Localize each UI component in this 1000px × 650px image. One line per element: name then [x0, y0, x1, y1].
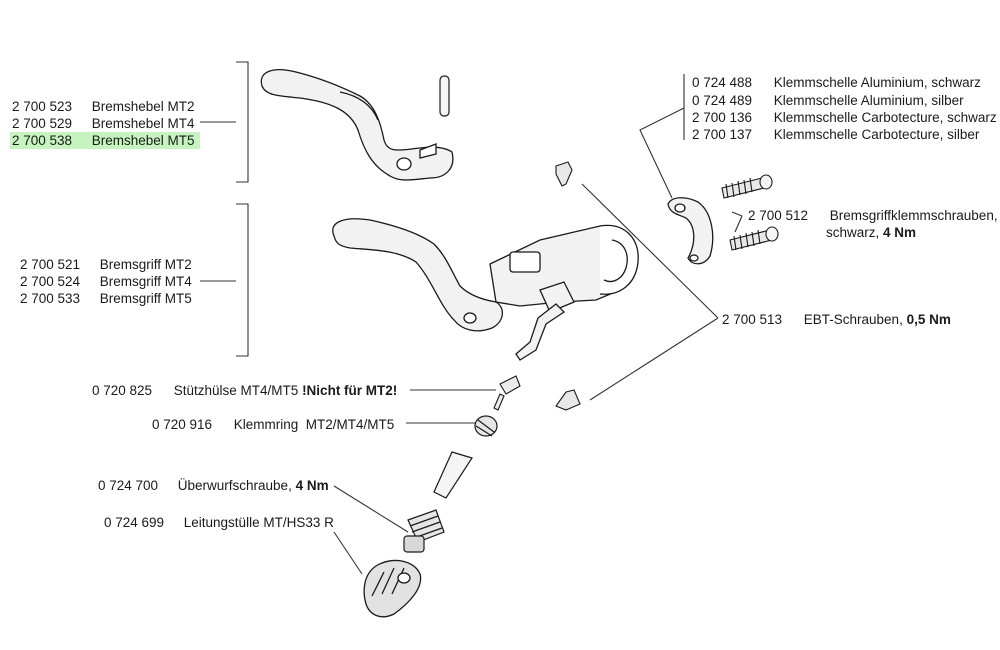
- warning-text: !Nicht für MT2!: [302, 383, 398, 398]
- torque-value: 0,5 Nm: [906, 312, 951, 327]
- label-lever-mt2: 2 700 523 Bremshebel MT2: [12, 98, 195, 115]
- part-number: 0 724 489: [692, 93, 753, 108]
- label-union-screw: 0 724 700 Überwurfschraube, 4 Nm: [98, 477, 329, 494]
- part-number: 0 720 825: [92, 383, 153, 398]
- part-number: 2 700 136: [692, 110, 753, 125]
- part-number: 2 700 523: [12, 99, 73, 114]
- part-name: Klemmschelle Carbotecture, silber: [773, 127, 980, 142]
- union-screw-part: [403, 509, 445, 553]
- part-number: 0 720 916: [152, 417, 213, 432]
- leader-ebt-top: [581, 183, 719, 319]
- support-sleeve-part: [493, 375, 521, 411]
- part-number: 0 724 699: [104, 515, 165, 530]
- part-name-continued: schwarz,: [826, 225, 884, 240]
- torque-value: 4 Nm: [295, 478, 329, 493]
- label-ebt-screws: 2 700 513 EBT-Schrauben, 0,5 Nm: [722, 311, 951, 328]
- label-lever-mt4: 2 700 529 Bremshebel MT4: [12, 115, 195, 132]
- part-number: 2 700 137: [692, 127, 753, 142]
- label-clamp-carbo-black: 2 700 136 Klemmschelle Carbotecture, sch…: [692, 109, 997, 126]
- brake-lever-part: [260, 69, 454, 181]
- part-name: Bremsgriff MT4: [99, 274, 192, 289]
- part-name: Bremsgriff MT2: [99, 257, 192, 272]
- part-name: Stützhülse MT4/MT5: [173, 383, 303, 398]
- part-number: 2 700 521: [20, 257, 81, 272]
- bracket-lever-group: [200, 61, 249, 183]
- pin-part: [439, 75, 450, 117]
- part-name: Klemmring MT2/MT4/MT5: [233, 417, 395, 432]
- ebt-screws-part: [555, 161, 581, 411]
- leader-union-screw: [333, 485, 409, 533]
- part-name: Überwurfschraube,: [177, 478, 296, 493]
- part-number: 0 724 488: [692, 75, 753, 90]
- label-clamp-alu-black: 0 724 488 Klemmschelle Aluminium, schwar…: [692, 74, 981, 91]
- leader-clamp-screws: [731, 211, 743, 217]
- part-name: Klemmschelle Aluminium, schwarz: [773, 75, 981, 90]
- hose-grommet-part: [363, 559, 422, 618]
- bracket-grip-group: [200, 203, 249, 357]
- label-clamp-screws-line2: schwarz, 4 Nm: [826, 224, 916, 241]
- clamp-ring-part: [474, 415, 498, 437]
- hose-part: [433, 451, 473, 499]
- part-name: Leitungstülle MT/HS33 R: [183, 515, 334, 530]
- clamp-screws-part: [721, 174, 779, 251]
- leader-hose-grommet: [333, 531, 363, 575]
- torque-value: 4 Nm: [883, 225, 917, 240]
- brake-grip-part: [332, 218, 639, 361]
- part-name: Bremshebel MT5: [91, 133, 195, 148]
- part-name: Bremshebel MT2: [91, 99, 195, 114]
- handlebar-clamp-part: [667, 197, 714, 265]
- part-name: Klemmschelle Carbotecture, schwarz: [773, 110, 997, 125]
- label-grip-mt5: 2 700 533 Bremsgriff MT5: [20, 290, 192, 307]
- label-hose-grommet: 0 724 699 Leitungstülle MT/HS33 R: [104, 514, 334, 531]
- leader-ebt-bottom: [589, 317, 719, 401]
- part-number: 2 700 533: [20, 291, 81, 306]
- label-grip-mt2: 2 700 521 Bremsgriff MT2: [20, 256, 192, 273]
- part-name: Klemmschelle Aluminium, silber: [773, 93, 964, 108]
- label-grip-mt4: 2 700 524 Bremsgriff MT4: [20, 273, 192, 290]
- label-clamp-ring: 0 720 916 Klemmring MT2/MT4/MT5: [152, 416, 394, 433]
- part-number: 0 724 700: [98, 478, 159, 493]
- part-number: 2 700 529: [12, 116, 73, 131]
- label-lever-mt5-highlighted: 2 700 538 Bremshebel MT5: [10, 132, 200, 149]
- label-support-sleeve: 0 720 825 Stützhülse MT4/MT5 !Nicht für …: [92, 382, 397, 399]
- part-number: 2 700 538: [12, 133, 73, 148]
- part-name: Bremshebel MT4: [91, 116, 195, 131]
- part-name: Bremsgriff MT5: [99, 291, 192, 306]
- part-number: 2 700 524: [20, 274, 81, 289]
- label-clamp-alu-silver: 0 724 489 Klemmschelle Aluminium, silber: [692, 92, 964, 109]
- part-name: Bremsgriffklemmschrauben,: [829, 208, 998, 223]
- part-name: EBT-Schrauben,: [803, 312, 907, 327]
- leader-clamp-screws-2: [734, 215, 743, 233]
- label-clamp-screws: 2 700 512 Bremsgriffklemmschrauben,: [748, 207, 998, 224]
- bracket-clamp-group: [639, 74, 685, 199]
- part-number: 2 700 513: [722, 312, 783, 327]
- part-number: 2 700 512: [748, 208, 809, 223]
- label-clamp-carbo-silver: 2 700 137 Klemmschelle Carbotecture, sil…: [692, 126, 979, 143]
